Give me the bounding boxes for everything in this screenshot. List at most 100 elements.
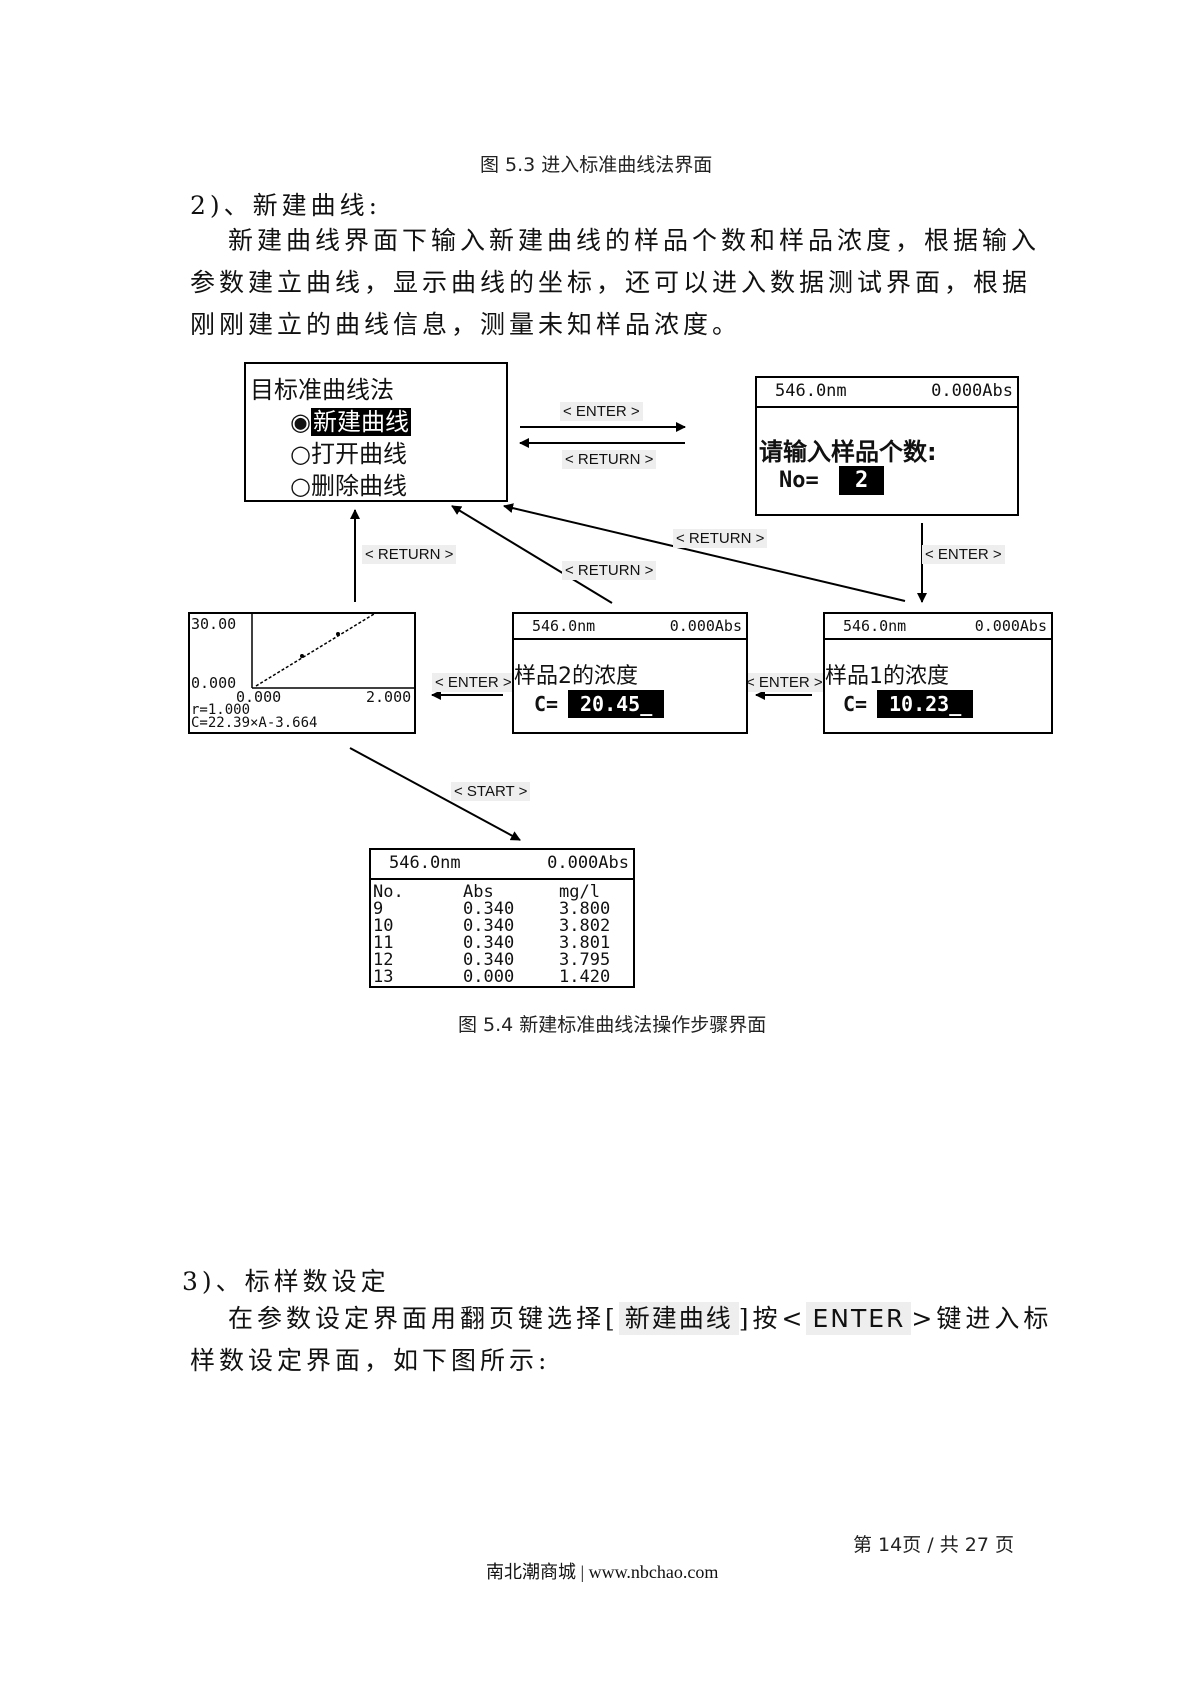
label-return-4: < RETURN >: [562, 561, 657, 580]
figure-5-3-caption: 图 5.3 进入标准曲线法界面: [480, 154, 713, 176]
cell-concentration: 3.802: [559, 916, 611, 936]
menu-item-open-curve[interactable]: ○打开曲线: [290, 434, 407, 469]
section-2-heading: 2)、新建曲线:: [190, 191, 382, 220]
table-header-row: No. Abs mg/l: [373, 884, 633, 901]
cell-no: 9: [373, 899, 384, 919]
highlight-new-curve: 新建曲线: [618, 1302, 739, 1335]
menu-item-delete-curve[interactable]: ○删除曲线: [290, 466, 407, 500]
table-row: 12 0.340 3.795: [373, 952, 633, 969]
menu-item-label: 删除曲线: [310, 472, 407, 500]
label-return-1: < RETURN >: [562, 450, 657, 469]
curve-x-max: 2.000: [366, 688, 412, 706]
radio-icon: ○: [290, 440, 311, 468]
section-2-line-3: 刚刚建立的曲线信息，测量未知样品浓度。: [190, 310, 742, 339]
cell-concentration: 3.800: [559, 899, 611, 919]
screen-header: 546.0nm 0.000Abs: [371, 850, 633, 880]
cell-no: 12: [373, 950, 394, 970]
wavelength-readout: 546.0nm: [843, 617, 907, 635]
col-header-no: No.: [373, 882, 404, 902]
wavelength-readout: 546.0nm: [775, 381, 847, 401]
label-enter-3: < ENTER >: [432, 673, 515, 692]
screen-header: 546.0nm 0.000Abs: [757, 378, 1017, 408]
wavelength-readout: 546.0nm: [532, 617, 596, 635]
curve-x-min: 0.000: [236, 688, 282, 706]
cell-no: 11: [373, 933, 394, 953]
cell-abs: 0.340: [463, 950, 515, 970]
label-return-2: < RETURN >: [673, 529, 768, 548]
sample-count-prompt: 请输入样品个数:: [759, 438, 937, 466]
cell-concentration: 3.801: [559, 933, 611, 953]
sample-1-screen: 546.0nm 0.000Abs 样品1的浓度 C= 10.23_: [823, 612, 1053, 734]
sample-2-field-label: C=: [534, 692, 559, 716]
sample-count-screen: 546.0nm 0.000Abs 请输入样品个数: No= 2: [755, 376, 1019, 516]
menu-screen: 目标准曲线法 ◉新建曲线 ○打开曲线 ○删除曲线: [244, 362, 508, 502]
sample-2-label: 样品2的浓度: [514, 664, 638, 689]
label-enter-2: < ENTER >: [922, 545, 1005, 564]
col-header-concentration: mg/l: [559, 882, 600, 902]
abs-readout: 0.000Abs: [974, 617, 1047, 635]
curve-screen: 30.00 0.000 0.000 2.000 r=1.000 C=22.39×…: [188, 612, 416, 734]
section-3-line-1: 在参数设定界面用翻页键选择[新建曲线]按<ENTER>键进入标: [228, 1298, 1052, 1340]
abs-readout: 0.000Abs: [547, 853, 629, 873]
sample-count-input[interactable]: 2: [839, 466, 885, 495]
col-header-abs: Abs: [463, 882, 494, 902]
arrow-curve-to-table: [349, 747, 521, 841]
site-footer: 南北潮商城 | www.nbchao.com: [486, 1562, 719, 1582]
sample-1-concentration-input[interactable]: 10.23_: [877, 690, 974, 718]
measurement-table-screen: 546.0nm 0.000Abs No. Abs mg/l 9 0.340 3.…: [369, 848, 635, 988]
table-row: 9 0.340 3.800: [373, 901, 633, 918]
calibration-point: [336, 632, 340, 636]
menu-title: 目标准曲线法: [250, 376, 394, 404]
curve-r-value: r=1.000: [191, 702, 251, 718]
table-row: 10 0.340 3.802: [373, 918, 633, 935]
arrow-sample2-to-menu: [451, 505, 613, 604]
curve-equation: C=22.39×A-3.664: [191, 715, 318, 731]
section-3-line-2: 样数设定界面，如下图所示:: [190, 1346, 551, 1375]
cell-concentration: 1.420: [559, 967, 611, 987]
page-number: 第 14页 / 共 27 页: [853, 1534, 1014, 1556]
label-return-3: < RETURN >: [362, 545, 457, 564]
section-2-line-1: 新建曲线界面下输入新建曲线的样品个数和样品浓度，根据输入: [228, 226, 1041, 255]
menu-item-label: 打开曲线: [310, 440, 407, 468]
sample-2-screen: 546.0nm 0.000Abs 样品2的浓度 C= 20.45_: [512, 612, 748, 734]
cell-no: 13: [373, 967, 394, 987]
arrow-sample1-to-menu: [503, 503, 906, 602]
abs-readout: 0.000Abs: [669, 617, 742, 635]
cell-abs: 0.000: [463, 967, 515, 987]
calibration-point: [300, 654, 304, 658]
label-start: < START >: [451, 782, 531, 801]
section-2-line-2: 参数建立曲线，显示曲线的坐标，还可以进入数据测试界面，根据: [190, 268, 1032, 297]
sample-1-field-label: C=: [843, 692, 868, 716]
sample-1-label: 样品1的浓度: [825, 664, 949, 689]
cell-concentration: 3.795: [559, 950, 611, 970]
section-3-line-1-mid: ]按<: [738, 1304, 807, 1333]
radio-selected-icon: ◉: [290, 408, 311, 436]
menu-item-label: 新建曲线: [310, 408, 411, 436]
cell-abs: 0.340: [463, 916, 515, 936]
label-enter-1: < ENTER >: [560, 402, 643, 421]
curve-plot: [251, 614, 414, 689]
measurement-table: No. Abs mg/l 9 0.340 3.800 10 0.340 3.80…: [373, 884, 633, 986]
highlight-enter-key: ENTER: [806, 1302, 912, 1335]
screen-header: 546.0nm 0.000Abs: [514, 614, 746, 640]
table-row: 11 0.340 3.801: [373, 935, 633, 952]
label-enter-4: < ENTER >: [743, 673, 826, 692]
screen-header: 546.0nm 0.000Abs: [825, 614, 1051, 640]
abs-readout: 0.000Abs: [931, 381, 1013, 401]
cell-abs: 0.340: [463, 899, 515, 919]
radio-icon: ○: [290, 472, 311, 500]
wavelength-readout: 546.0nm: [389, 853, 461, 873]
calibration-line: [255, 614, 375, 687]
cell-no: 10: [373, 916, 394, 936]
sample-2-concentration-input[interactable]: 20.45_: [568, 690, 665, 718]
sample-count-field-label: No=: [779, 468, 819, 493]
curve-y-min: 0.000: [191, 674, 237, 692]
section-3-heading: 3)、标样数设定: [182, 1267, 390, 1296]
section-3-line-1-prefix: 在参数设定界面用翻页键选择[: [228, 1304, 619, 1333]
section-3-line-1-suffix: >键进入标: [911, 1304, 1053, 1333]
cell-abs: 0.340: [463, 933, 515, 953]
table-row: 13 0.000 1.420: [373, 969, 633, 986]
figure-5-4-caption: 图 5.4 新建标准曲线法操作步骤界面: [458, 1014, 767, 1036]
menu-item-new-curve[interactable]: ◉新建曲线: [290, 402, 411, 437]
